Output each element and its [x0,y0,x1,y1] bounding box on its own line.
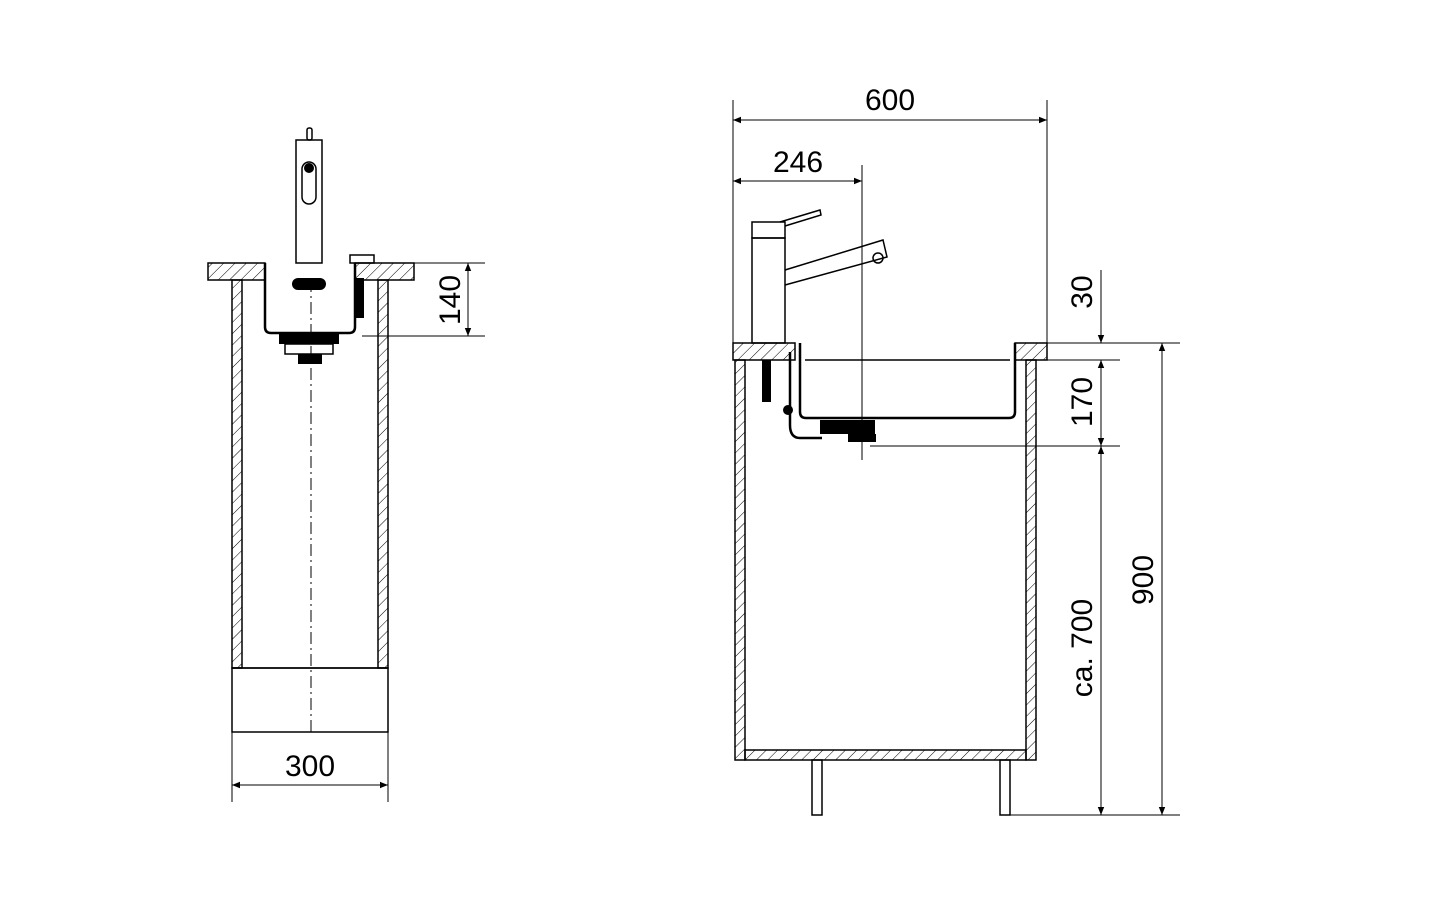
faucet [295,127,323,264]
leg [811,759,823,816]
worktop-label: 30 [1066,275,1099,308]
sink-bowl [762,343,1017,442]
dimension-cabinet-width: 600 [732,84,1048,343]
dimension-sink-depth: 140 [362,262,485,337]
side-view: 600 246 30 170 ca. 700 900 [732,84,1180,816]
worktop [732,342,1048,361]
cabinet [231,279,389,733]
plinth [231,667,389,733]
width-label: 300 [285,750,335,783]
cabinet-width-label: 600 [865,84,915,117]
sink-bowl [263,254,375,364]
total-height-label: 900 [1127,555,1160,605]
dimension-tap-offset: 246 [733,146,862,185]
clearance-label: ca. 700 [1066,599,1099,697]
bowl-depth-label: 170 [1066,377,1099,427]
leg [999,759,1011,816]
dimension-width: 300 [231,732,389,802]
faucet [751,209,888,344]
front-view: 300 140 [207,127,485,802]
dimension-vertical: 30 170 ca. 700 900 [870,270,1180,816]
sink-depth-label: 140 [434,275,467,325]
tap-offset-label: 246 [773,146,823,179]
cabinet [734,359,1037,816]
worktop [207,262,415,281]
